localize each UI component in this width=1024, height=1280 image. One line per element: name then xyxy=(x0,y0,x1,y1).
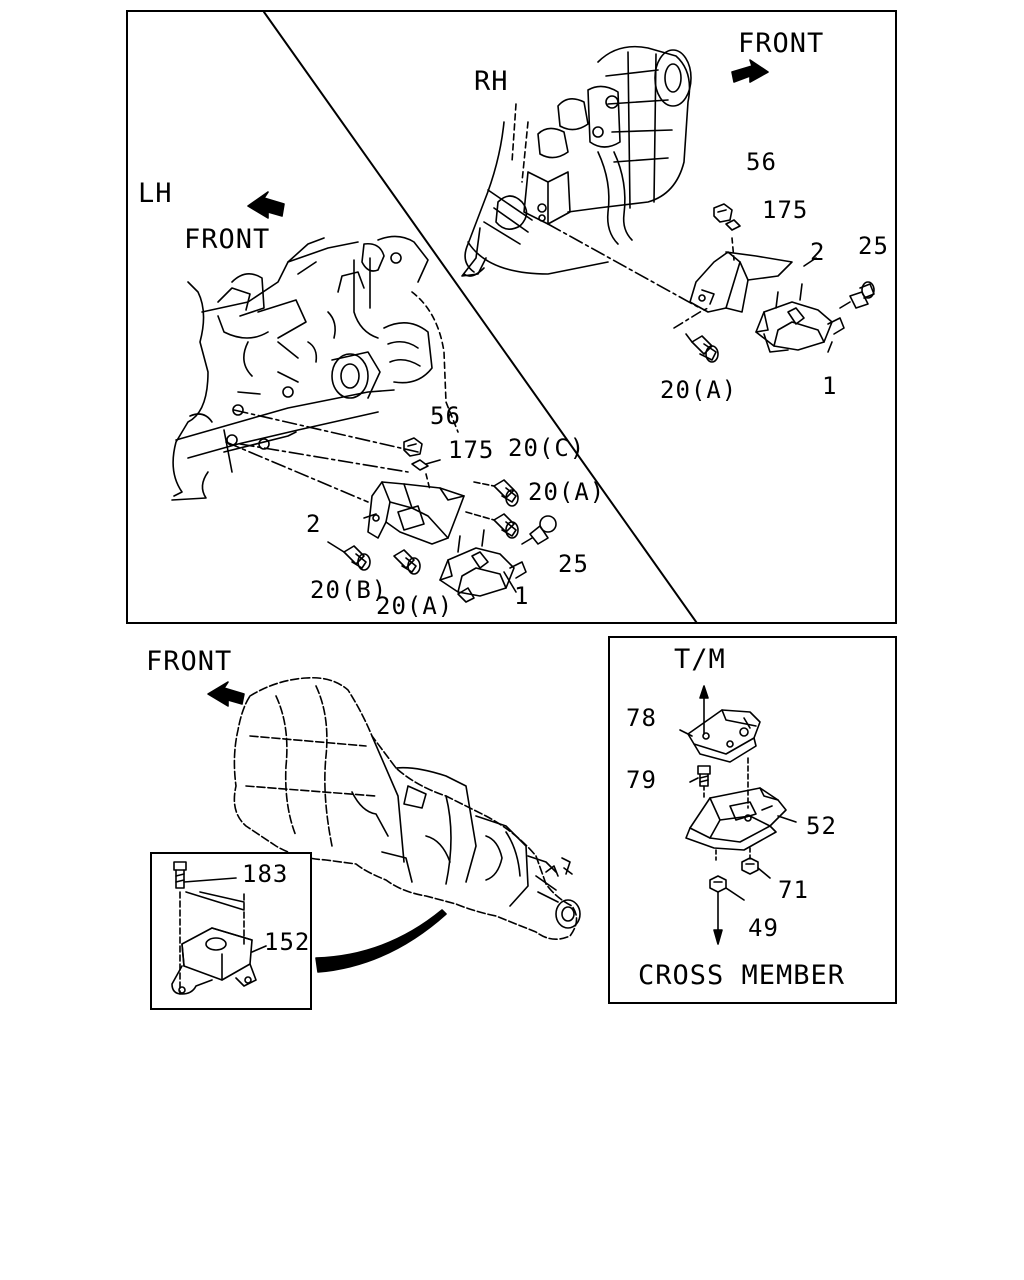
inset-part-183: 183 xyxy=(242,860,289,888)
panel-divider xyxy=(264,12,699,624)
rh-mount-1 xyxy=(756,284,844,352)
rh-washer-175 xyxy=(726,220,740,230)
tm-plate-78 xyxy=(688,710,760,762)
tm-nut-71 xyxy=(742,858,758,874)
rear-mount-drawing xyxy=(152,854,312,1010)
rh-part-1: 1 xyxy=(822,372,838,400)
rh-front-arrow xyxy=(732,60,768,82)
lh-part-175: 175 xyxy=(448,436,495,464)
lh-engine-sketch xyxy=(172,236,458,502)
tm-nut-49 xyxy=(710,876,726,892)
lh-part-56: 56 xyxy=(430,402,461,430)
tm-part-78: 78 xyxy=(626,704,657,732)
tm-footer: CROSS MEMBER xyxy=(638,960,846,991)
up-arrow xyxy=(700,686,708,698)
rh-label: RH xyxy=(474,66,509,97)
rh-part-175: 175 xyxy=(762,196,809,224)
lh-front-arrow xyxy=(248,192,284,218)
inset-arrow xyxy=(316,910,446,972)
transmission-housing xyxy=(234,678,576,939)
bottom-front-arrow xyxy=(208,682,244,706)
tm-part-52: 52 xyxy=(806,812,837,840)
engine-mount-drawing xyxy=(128,12,897,624)
lh-part-2: 2 xyxy=(306,510,322,538)
rh-front-label: FRONT xyxy=(738,28,825,59)
lh-part-20a-bottom: 20(A) xyxy=(376,592,454,620)
inset-part-152: 152 xyxy=(264,928,311,956)
lh-bolt-25 xyxy=(522,516,556,544)
output-shaft xyxy=(556,900,580,928)
rh-bolt-25 xyxy=(840,282,874,308)
tm-mount-drawing xyxy=(610,638,897,1004)
tm-mount-panel: T/M 78 79 52 71 49 CROSS MEMBER xyxy=(608,636,897,1004)
rh-part-25: 25 xyxy=(858,232,889,260)
rh-nut-56 xyxy=(714,204,732,222)
lh-bolt-20c xyxy=(474,480,518,506)
lh-label: LH xyxy=(138,178,173,209)
tm-part-71: 71 xyxy=(778,876,809,904)
tm-part-79: 79 xyxy=(626,766,657,794)
lh-bracket-2 xyxy=(368,474,464,544)
tm-title: T/M xyxy=(674,644,726,675)
lh-bolt-20a-right xyxy=(466,512,518,538)
lh-part-25: 25 xyxy=(558,550,589,578)
rh-bolt-20a xyxy=(674,308,718,362)
transmission-drawing xyxy=(126,636,596,1016)
rh-part-56: 56 xyxy=(746,148,777,176)
bottom-front-label: FRONT xyxy=(146,646,233,677)
down-arrow xyxy=(714,930,722,944)
lh-bolt-20a-bottom xyxy=(394,550,420,574)
lh-bolt-20b xyxy=(328,542,370,570)
lh-part-1: 1 xyxy=(514,582,530,610)
rh-engine-sketch xyxy=(462,47,698,307)
lh-part-20c: 20(C) xyxy=(508,434,586,462)
lh-mount-1 xyxy=(440,530,526,602)
inset-bracket-152 xyxy=(172,928,256,994)
lh-part-20b: 20(B) xyxy=(310,576,388,604)
tm-mount-52 xyxy=(686,788,786,850)
rear-mount-inset: 183 152 xyxy=(150,852,312,1010)
rh-part-2: 2 xyxy=(810,238,826,266)
rh-part-20a: 20(A) xyxy=(660,376,738,404)
lh-part-20a-right: 20(A) xyxy=(528,478,606,506)
rh-bracket-2 xyxy=(690,238,792,312)
engine-mount-panel: RH FRONT 56 175 2 25 20(A) 1 LH FRONT 56… xyxy=(126,10,897,624)
tm-bolt-79 xyxy=(698,766,710,786)
transmission-area: 183 152 FRONT xyxy=(126,636,596,1016)
lh-washer-175 xyxy=(412,460,428,470)
inset-bolt-183 xyxy=(174,862,186,888)
tm-part-49: 49 xyxy=(748,914,779,942)
lh-nut-56 xyxy=(404,438,422,456)
lh-front-label: FRONT xyxy=(184,224,271,255)
